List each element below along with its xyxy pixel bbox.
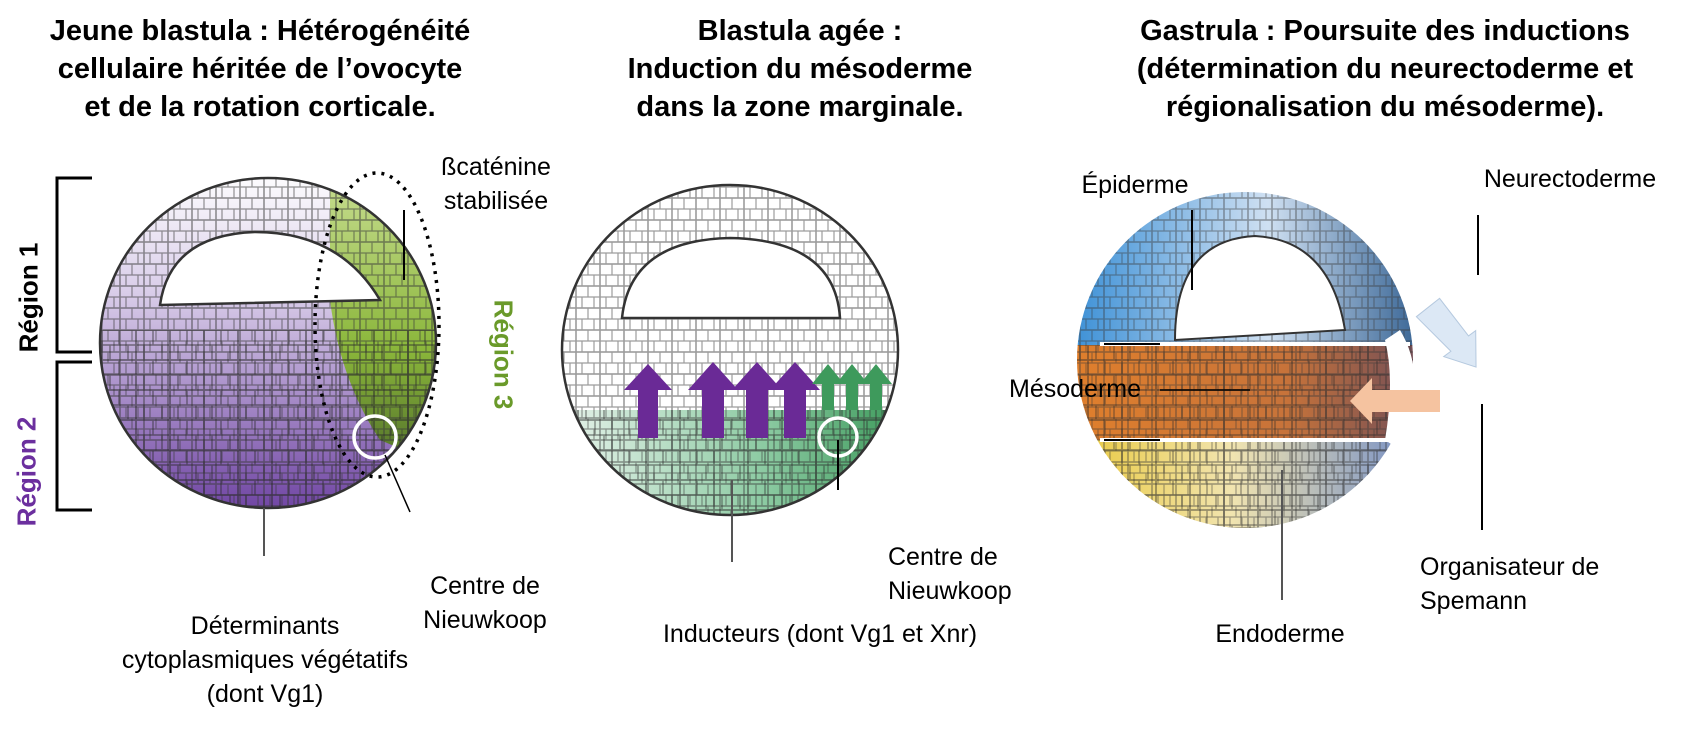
nieuwkoop-circle <box>352 414 398 460</box>
panel1-title-line: et de la rotation corticale. <box>84 91 436 123</box>
panel3-title: Gastrula : Poursuite des inductions (dét… <box>1085 12 1685 126</box>
nieuwkoop-label-line: Centre de <box>430 572 540 600</box>
region3-label: Région 3 <box>488 299 519 410</box>
neurectoderm-arrow <box>1415 297 1477 368</box>
panel1-embryo <box>55 171 441 556</box>
panel3-title-line: (détermination du neurectoderme et <box>1136 53 1634 85</box>
panel3-title-line: Gastrula : Poursuite des inductions <box>1140 15 1630 47</box>
inducer-arrow <box>732 362 782 438</box>
blastocoel <box>620 236 842 320</box>
nieuwkoop-label-2: Centre de Nieuwkoop <box>888 540 1038 608</box>
blastocoel <box>158 230 383 307</box>
archenteron-cavity <box>1173 234 1347 342</box>
region1-label: Région 1 <box>13 242 44 353</box>
determinants-label-line: (dont Vg1) <box>206 680 324 708</box>
region3-dotted-outline <box>313 171 441 479</box>
panel2-title-line: Induction du mésoderme <box>627 53 973 85</box>
bcatenin-label: ßcaténine stabilisée <box>426 150 566 218</box>
region1-bracket <box>55 176 92 354</box>
panel2-title: Blastula agée : Induction du mésoderme d… <box>560 12 1040 126</box>
spemann-organizer-label: Organisateur de Spemann <box>1420 550 1660 618</box>
region2-label: Région 2 <box>11 416 42 527</box>
region2-bracket <box>55 360 92 512</box>
panel1-title: Jeune blastula : Hétérogénéité cellulair… <box>10 12 510 126</box>
epiderme-label: Épiderme <box>1081 171 1189 199</box>
spemann-organizer-label-line: Spemann <box>1420 587 1528 615</box>
nieuwkoop-label-line: Nieuwkoop <box>423 606 547 634</box>
mesoderme-label: Mésoderme <box>1009 375 1141 403</box>
panel1-title-line: Jeune blastula : Hétérogénéité <box>49 15 471 47</box>
determinants-label: Déterminants cytoplasmiques végétatifs (… <box>70 609 460 711</box>
nieuwkoop-arrows <box>812 364 892 410</box>
inducer-arrows <box>624 362 820 438</box>
bcatenin-label-line: ßcaténine <box>441 153 551 181</box>
endoderme-label: Endoderme <box>1215 620 1345 648</box>
nieuwkoop-label-line: Nieuwkoop <box>888 577 1012 605</box>
mesoderm-arrow <box>1350 378 1440 424</box>
panel2-title-line: Blastula agée : <box>697 15 903 47</box>
inducer-arrow <box>770 362 820 438</box>
nieuwkoop-label-line: Centre de <box>888 543 998 571</box>
panel3-title-line: régionalisation du mésoderme). <box>1165 91 1605 123</box>
inducer-arrow <box>624 364 672 438</box>
panel1-title-line: cellulaire héritée de l’ovocyte <box>57 53 463 85</box>
determinants-label-line: cytoplasmiques végétatifs <box>121 646 409 674</box>
inducers-label: Inducteurs (dont Vg1 et Xnr) <box>662 620 978 648</box>
inducer-arrow <box>688 362 738 438</box>
determinants-label-line: Déterminants <box>190 612 340 640</box>
panel2-title-line: dans la zone marginale. <box>636 91 964 123</box>
bcatenin-label-line: stabilisée <box>443 187 549 215</box>
panel2-embryo <box>560 183 900 562</box>
nieuwkoop-label-1: Centre de Nieuwkoop <box>410 569 560 637</box>
spemann-organizer-label-line: Organisateur de <box>1420 553 1600 581</box>
neurectoderme-label: Neurectoderme <box>1483 165 1657 193</box>
